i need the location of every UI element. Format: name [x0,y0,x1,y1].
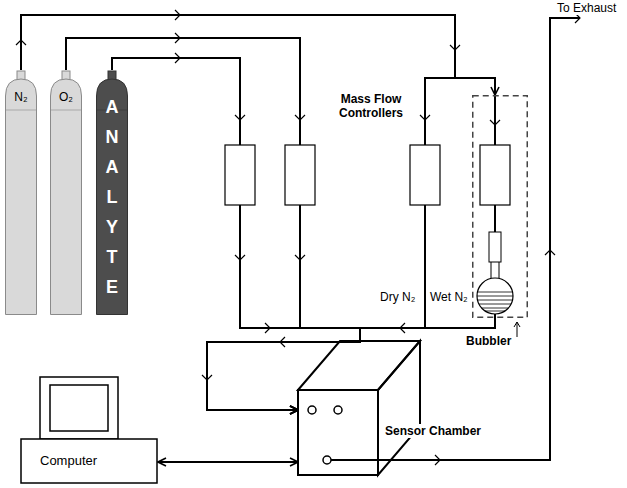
exhaust-label: To Exhaust [556,1,617,15]
flow-chevron [295,255,305,260]
bubbler-flask [478,292,513,293]
bubbler-flask [494,205,496,232]
gas-cylinder-label: N₂ [5,90,37,104]
bubbler-flask [499,262,500,280]
gas-port [308,406,316,414]
sensor-chamber-label: Sensor Chamber [384,424,482,438]
chamber-front [298,390,378,475]
cylinder-body [51,79,82,315]
flow-chevron [450,45,460,50]
flow-chevron [235,115,245,120]
sensor-chamber: Sensor Chamber [298,340,486,477]
group-label: Mass Flow Controllers [328,92,414,120]
gas-line [21,15,455,410]
gas-line [207,318,495,410]
screen [50,385,108,431]
exhaust-line [331,18,580,460]
gas-cylinder: O₂ [50,70,86,315]
flow-chevron [545,250,555,255]
bubbler-box-shape [472,95,528,318]
bubbler-label: Bubbler [466,334,511,348]
bubbler-outline [473,96,528,318]
flow-chevron [235,255,245,260]
bubbler-pointer [514,322,520,327]
bubbler-pointer [514,322,520,337]
flow-chevron [175,33,180,43]
flow-chevron [265,323,270,333]
gas-line [21,15,495,95]
gas-port [323,456,331,464]
bubbler-flask [491,262,492,280]
chamber-box [298,341,420,475]
exhaust-line [331,18,580,460]
line-label: Dry N₂ [379,290,416,304]
bubbler-box: Bubbler [472,95,528,318]
cylinder-band [51,110,81,111]
flow-chevron [295,115,305,120]
computer-base [21,439,157,483]
bubbler-pointer [517,322,518,337]
bubbler-flask [494,95,496,145]
gas-cylinder-label: O₂ [50,90,82,104]
mass-flow-controller [285,145,315,205]
bubbler-flask [478,300,513,301]
computer-shape [20,375,158,485]
gas-line [158,461,298,463]
flow-chevron [16,40,26,45]
chamber-side [378,341,420,475]
gas-port [334,406,342,414]
cylinder-body [97,79,128,315]
flow-chevron [175,53,180,63]
cylinder-body [6,79,37,315]
monitor [40,377,118,439]
flow-chevron [435,455,440,465]
line-label: Wet N₂ [429,290,469,304]
gas-cylinder: N₂ [5,70,41,315]
computer: Computer [20,375,158,485]
flow-chevron [420,115,430,120]
analyte-cylinder-label: ANALYTE [103,92,121,302]
flow-chevron [202,375,212,380]
bubbler-flask [477,296,513,297]
mass-flow-controller [410,145,440,205]
gas-cylinder-shape [50,70,82,315]
flow-chevron [400,323,405,333]
bubbler-flask [482,308,509,309]
bubbler-flask [477,95,513,318]
chamber-top [298,341,420,390]
mass-flow-controller [225,145,510,205]
computer-label: Computer [40,453,97,468]
gas-line [112,58,360,410]
gas-line [66,38,360,410]
flow-chevron [490,120,500,125]
bubbler-flask [485,311,505,312]
analyte-cylinder: ANALYTE [96,70,128,315]
bubbler-flask [479,304,511,305]
mass-flow-controller [480,145,510,205]
bubbler-flask [494,314,496,318]
flow-chevron [280,337,285,347]
sensor-chamber-shape [298,340,483,477]
computer-drawing [21,377,157,483]
mass-flow-controller [225,145,255,205]
gas-cylinder-shape [5,70,37,315]
flow-chevron [175,10,180,20]
bubbler-flask [477,278,513,314]
cylinder-band [6,110,36,111]
bubbler-flask [489,232,501,262]
